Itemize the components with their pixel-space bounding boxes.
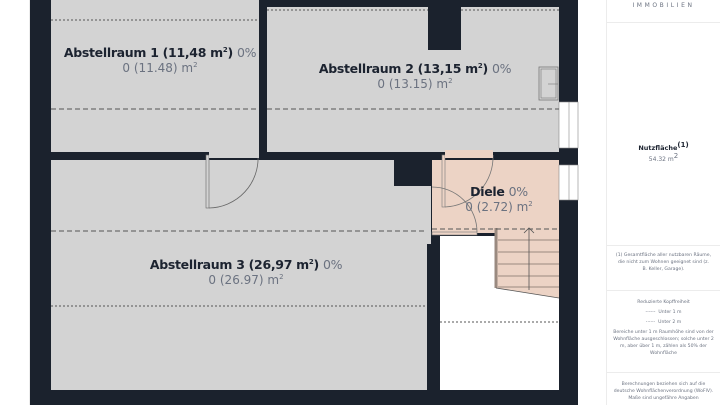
room-diele [432,160,559,233]
calculation-note: Berechnungen beziehen sich auf die deuts… [613,382,714,401]
room-label-diele: Diele 0% 0 (2.72) m2 [465,184,533,214]
legend-item-under-1m: ------ Unter 1 m [645,310,682,315]
window [558,101,579,149]
room-label-abstellraum-3: Abstellraum 3 (26,97 m2) 0% 0 (26.97) m2 [149,257,343,287]
stairwell-opening [440,236,496,390]
room-abstellraum-3 [51,239,427,390]
usable-area-value: 54.32 m2 [648,152,679,164]
legend-title: Reduzierte Kopffreiheit [637,300,690,305]
divider [607,290,720,291]
divider [607,372,720,373]
usable-area-panel: Nutzfläche(1) 54.32 m2 [607,23,720,246]
brand-logo: IMMOBILIEN [607,0,720,23]
stair-treads [498,239,559,288]
floor-plan-drawing [30,0,600,405]
usable-area-title: Nutzfläche(1) [638,140,689,152]
headroom-legend: Reduzierte Kopffreiheit ------ Unter 1 m… [607,296,720,360]
legend-item-under-2m: -·-·-· Unter 2 m [645,320,682,325]
fixture [538,66,559,101]
door [205,154,210,209]
usable-area-footnote: (1) Gesamtfläche aller nutzbaren Räume, … [615,253,712,272]
room-abstellraum-2 [267,7,559,152]
legend-note: Bereiche unter 1 m Raumhöhe sind von der… [613,330,714,356]
chimney [428,5,461,50]
room-label-abstellraum-1: Abstellraum 1 (11,48 m2) 0% 0 (11.48) m2 [63,45,257,75]
wall-pillar [394,155,432,186]
door [441,154,446,208]
room-abstellraum-1 [51,0,259,152]
info-sidebar: IMMOBILIEN Nutzfläche(1) 54.32 m2 (1) Ge… [606,0,720,405]
room-label-abstellraum-2: Abstellraum 2 (13,15 m2) 0% 0 (13.15) m2 [318,61,512,91]
floor-plan: Abstellraum 1 (11,48 m2) 0% 0 (11.48) m2… [30,0,600,405]
left-margin [0,0,30,405]
window [558,164,579,201]
